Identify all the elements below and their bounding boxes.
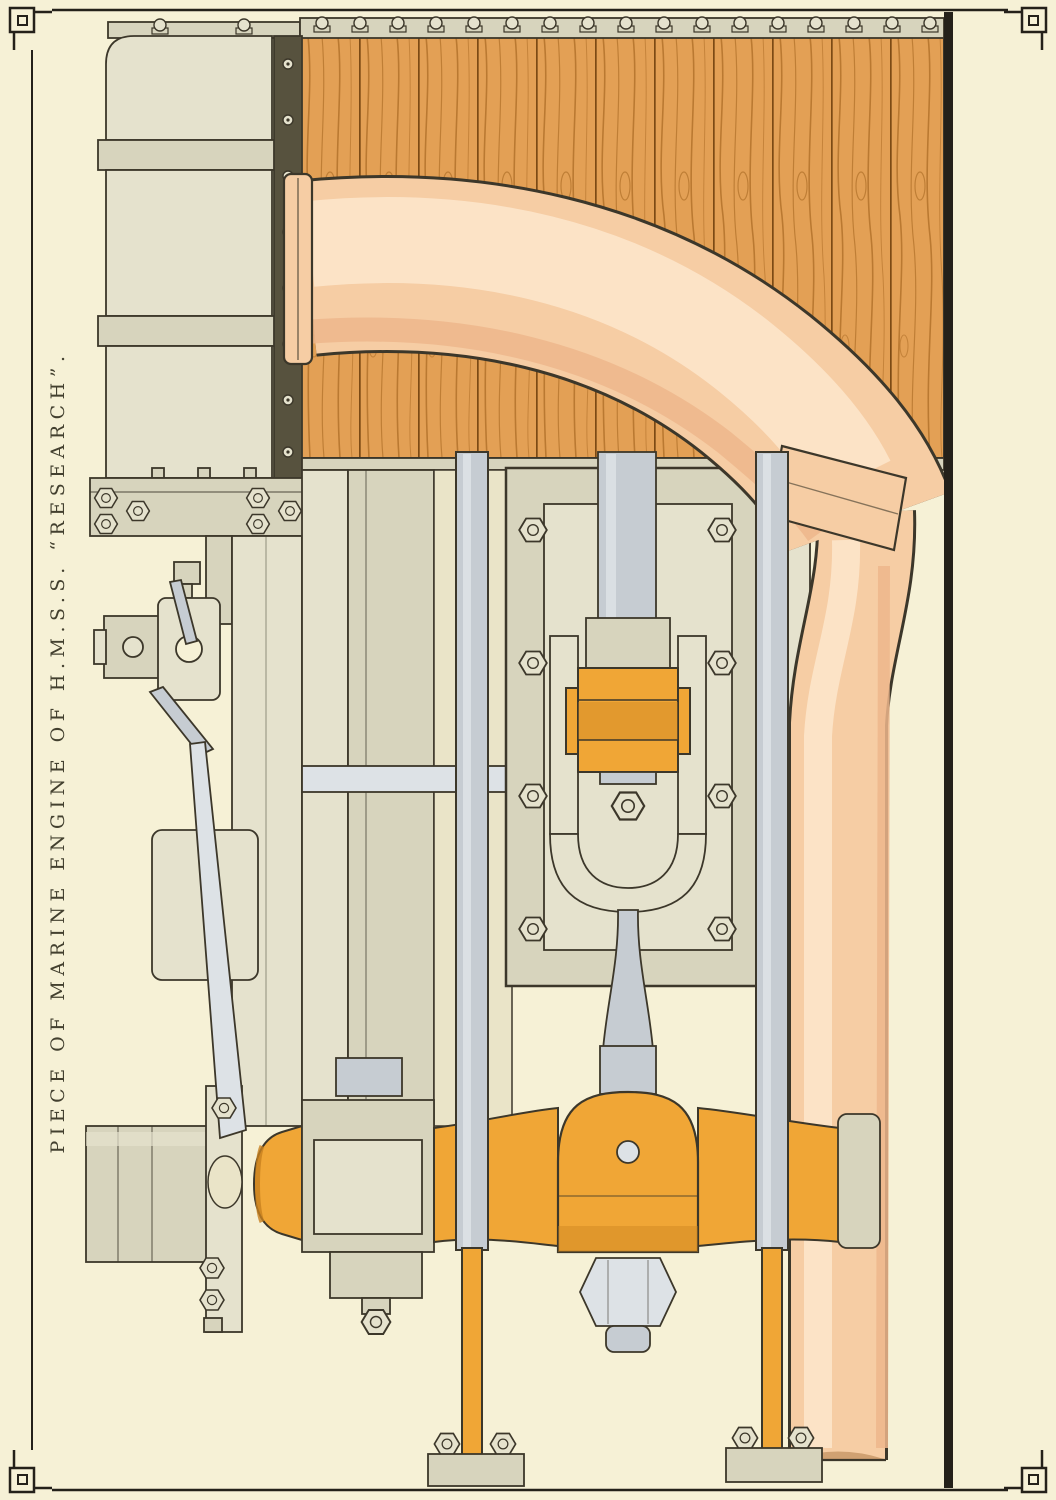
plate-edge-band xyxy=(944,12,953,1488)
valve-lever xyxy=(148,685,215,757)
shaft-end xyxy=(85,1125,209,1263)
plate-title: PIECE OF MARINE ENGINE OF H.M.S.S. “RESE… xyxy=(47,350,69,1154)
crank-pin xyxy=(207,1155,243,1209)
steam-pipe xyxy=(282,172,952,1462)
rod-foot-flange xyxy=(725,1447,823,1483)
rod-foot-flange xyxy=(427,1453,525,1487)
connecting-rod-fork xyxy=(549,451,707,1095)
eccentric-rod-and-strap xyxy=(85,740,247,1333)
brass-bearing-block xyxy=(577,667,679,773)
crosshead-brass xyxy=(556,1090,700,1254)
cylinder-flange xyxy=(89,467,309,537)
valve-lever xyxy=(168,578,199,646)
plate-frame xyxy=(8,6,1048,1494)
piston-rod-nut xyxy=(579,1257,677,1327)
cylinder-block xyxy=(97,35,303,481)
eccentric-rod xyxy=(189,740,247,1140)
pipe-side-gland xyxy=(837,1113,881,1249)
tie-rods xyxy=(427,451,823,1487)
